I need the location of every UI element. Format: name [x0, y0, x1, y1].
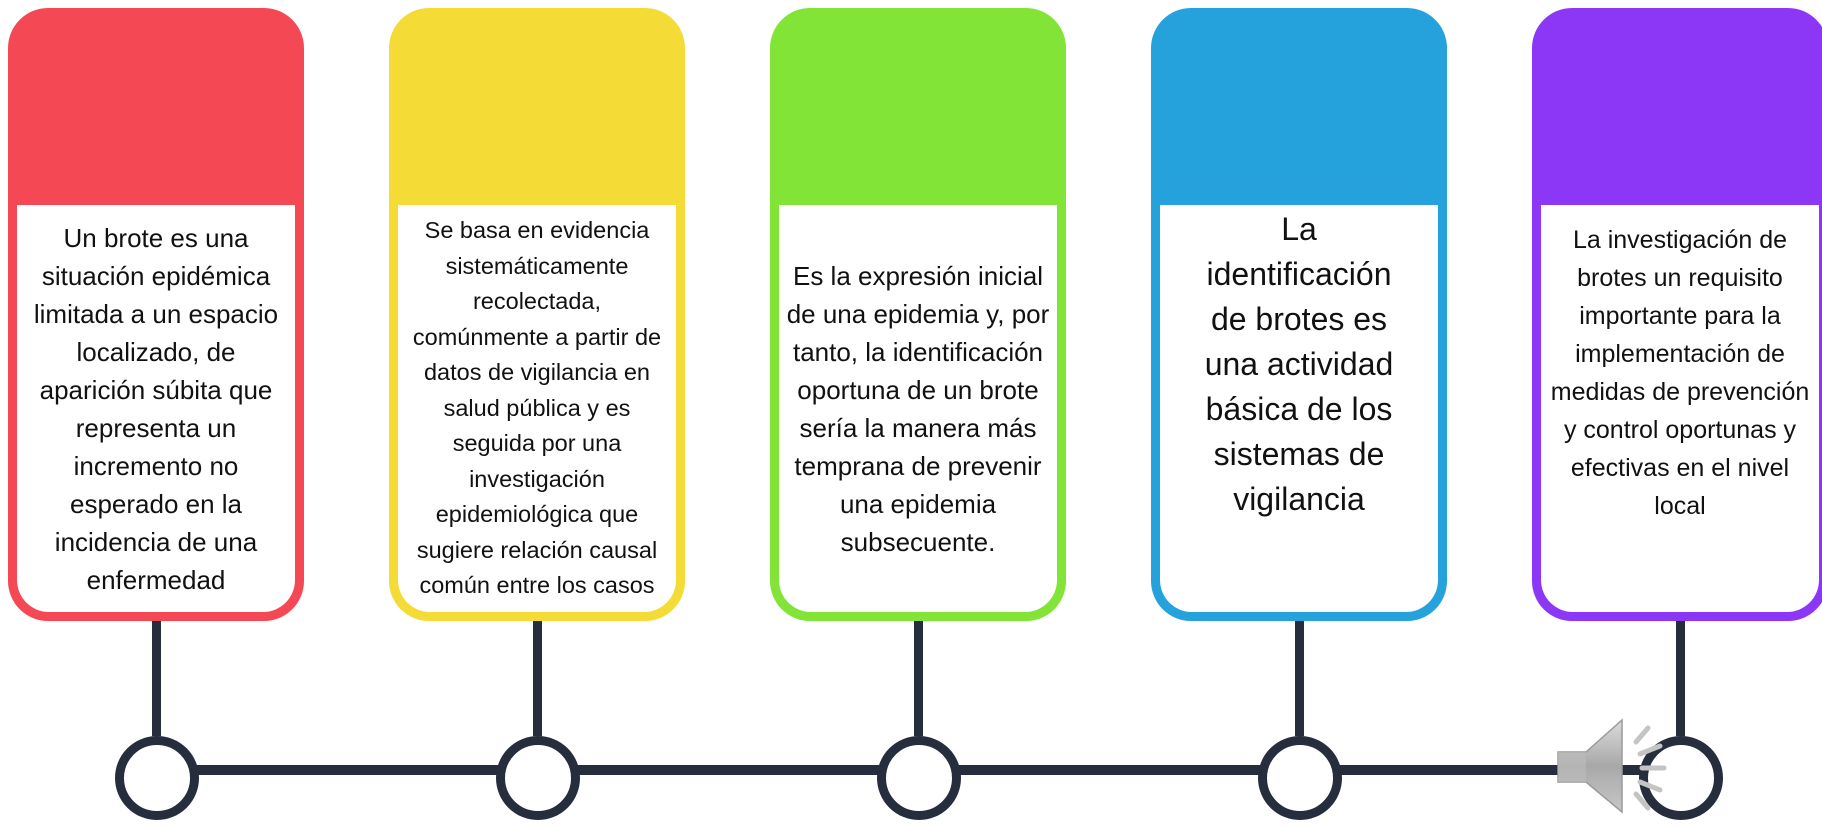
- timeline-node-2: [496, 736, 580, 820]
- card-2-stem: [533, 621, 542, 736]
- card-4-body: La identificación de brotes es una activ…: [1160, 205, 1438, 612]
- card-1-body: Un brote es una situación epidémica limi…: [17, 205, 295, 612]
- card-2: Se basa en evidencia sistemáticamente re…: [389, 8, 685, 621]
- card-3-body: Es la expresión inicial de una epidemia …: [779, 205, 1057, 612]
- card-2-text: Se basa en evidencia sistemáticamente re…: [412, 217, 662, 599]
- card-1-stem: [152, 621, 161, 736]
- speaker-icon[interactable]: [1552, 708, 1702, 826]
- timeline-node-3: [877, 736, 961, 820]
- card-3-text: Es la expresión inicial de una epidemia …: [786, 260, 1050, 557]
- timeline-node-1: [115, 736, 199, 820]
- card-2-body: Se basa en evidencia sistemáticamente re…: [398, 205, 676, 612]
- card-1: Un brote es una situación epidémica limi…: [8, 8, 304, 621]
- card-5-text: La investigación de brotes un requisito …: [1550, 226, 1810, 520]
- card-4-text: La identificación de brotes es una activ…: [1204, 211, 1394, 517]
- card-5: La investigación de brotes un requisito …: [1532, 8, 1822, 621]
- card-5-body: La investigación de brotes un requisito …: [1541, 205, 1819, 612]
- timeline-node-4: [1258, 736, 1342, 820]
- card-4: La identificación de brotes es una activ…: [1151, 8, 1447, 621]
- card-3: Es la expresión inicial de una epidemia …: [770, 8, 1066, 621]
- card-5-stem: [1676, 621, 1685, 736]
- card-4-stem: [1295, 621, 1304, 736]
- card-3-stem: [914, 621, 923, 736]
- card-1-text: Un brote es una situación epidémica limi…: [33, 222, 279, 595]
